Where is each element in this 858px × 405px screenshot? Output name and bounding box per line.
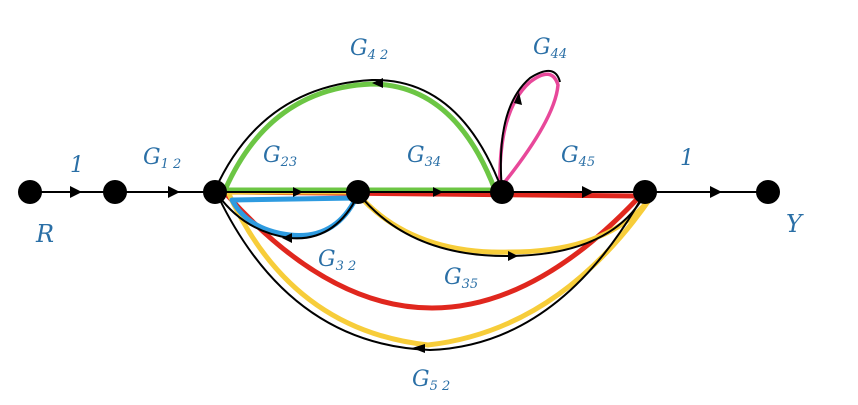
arrow-g42 (372, 78, 383, 88)
gain-g44-label: G44 (533, 35, 567, 62)
node-layer (18, 180, 780, 204)
arrow-g44 (514, 92, 522, 105)
label-layer: R Y 1 1 G1 2 G23 G34 G45 G4 2 G44 G3 2 G… (35, 35, 804, 394)
node-3 (203, 180, 227, 204)
red-loop-highlight (222, 189, 643, 311)
arrow-g32 (282, 233, 292, 243)
arrow-layer (70, 78, 722, 353)
gain-g35-label: G35 (444, 265, 478, 292)
arrow-n6-y (710, 186, 722, 198)
green-loop-highlight (222, 81, 498, 193)
gain-g23-label: G23 (263, 143, 297, 170)
node-5 (490, 180, 514, 204)
yellow-loop-highlight (225, 189, 655, 348)
arrow-g35 (508, 251, 518, 261)
gain-g52-label: G5 2 (412, 367, 450, 394)
edge-g42-arc (214, 78, 503, 191)
arrow-n2-n3 (168, 186, 180, 198)
gain-out-label: 1 (680, 146, 694, 171)
gain-g34-label: G34 (407, 143, 441, 170)
node-y (756, 180, 780, 204)
arrow-g52 (412, 344, 425, 353)
edge-g52-arc (217, 191, 646, 352)
node-2 (103, 180, 127, 204)
arrow-n3-n4 (293, 187, 303, 197)
arrow-r-n2 (70, 186, 82, 198)
edge-layer (30, 70, 768, 352)
gain-in-label: 1 (70, 153, 84, 178)
node-r (18, 180, 42, 204)
gain-g12-label: G1 2 (143, 145, 181, 172)
arrow-n4-n5 (433, 187, 443, 197)
gain-g42-label: G4 2 (350, 36, 388, 63)
node-6 (633, 180, 657, 204)
node-label-y: Y (786, 210, 804, 238)
highlight-layer (222, 72, 655, 348)
arrow-n5-n6 (582, 186, 594, 198)
pink-loop-highlight (498, 72, 560, 190)
gain-g45-label: G45 (561, 143, 595, 170)
node-label-r: R (35, 220, 54, 248)
gain-g32-label: G3 2 (318, 247, 356, 274)
edge-g44-selfloop (499, 70, 561, 191)
node-4 (346, 180, 370, 204)
